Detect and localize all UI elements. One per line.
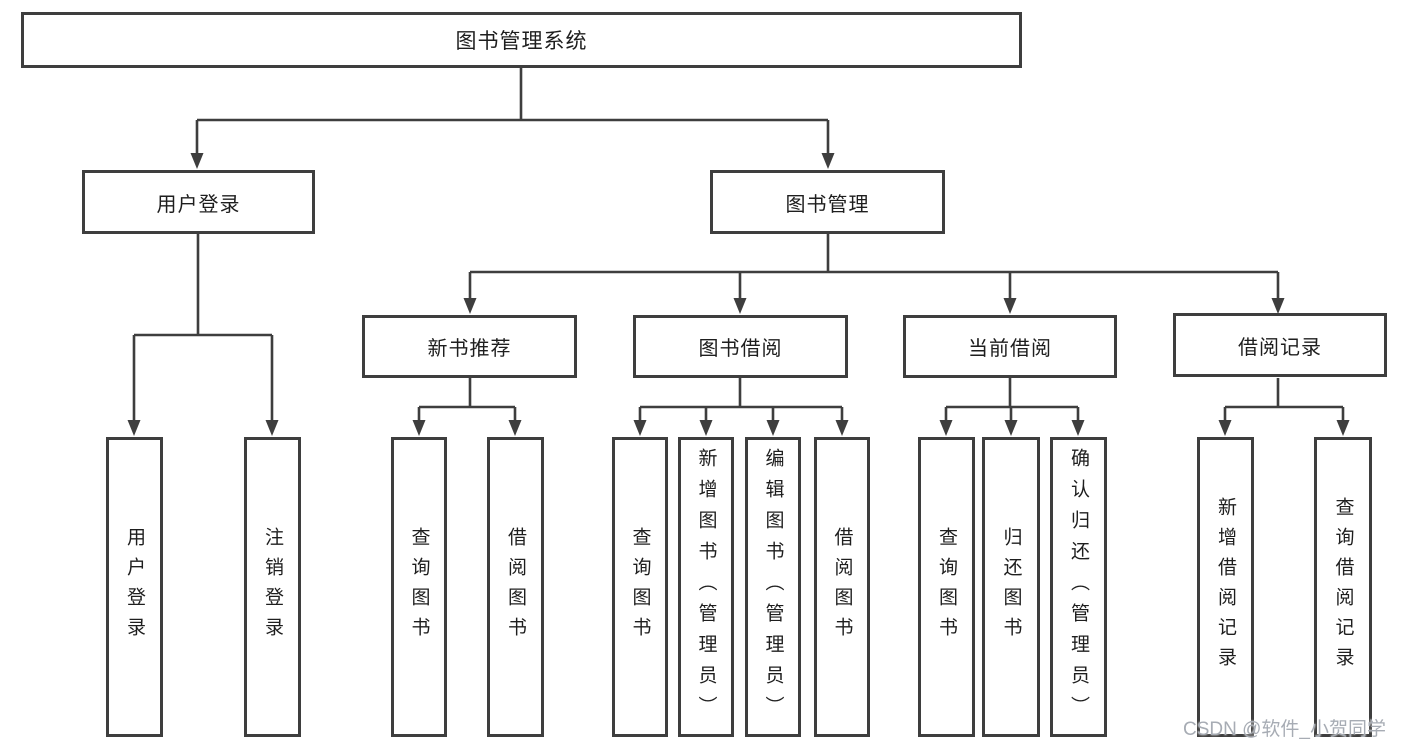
leaf-query-book-borrow-label: 查询图书 [629,527,651,647]
node-borrow-record: 借阅记录 [1173,313,1387,377]
node-user-login: 用户登录 [82,170,315,234]
leaf-logout: 注销登录 [244,437,301,737]
node-book-management: 图书管理 [710,170,945,234]
leaf-confirm-return-admin-label: 确认归还（管理员） [1068,447,1089,727]
node-book-borrow: 图书借阅 [633,315,848,378]
leaf-add-book-admin-label: 新增图书（管理员） [695,447,717,727]
leaf-edit-book-admin-label: 编辑图书（管理员） [762,447,784,727]
leaf-borrow-book-recommend-label: 借阅图书 [505,527,526,647]
leaf-user-login-label: 用户登录 [124,527,145,647]
leaf-query-book-current-label: 查询图书 [936,527,957,647]
leaf-add-borrow-record-label: 新增借阅记录 [1215,497,1236,677]
leaf-add-book-admin: 新增图书（管理员） [678,437,734,737]
node-root-label: 图书管理系统 [455,30,588,53]
leaf-return-book-label: 归还图书 [1000,527,1022,647]
arrowheads [127,153,1350,436]
leaf-query-book-borrow: 查询图书 [612,437,668,737]
node-book-borrow-label: 图书借阅 [698,338,783,360]
leaf-borrow-book: 借阅图书 [814,437,870,737]
leaf-query-book-recommend-label: 查询图书 [408,527,430,647]
leaf-confirm-return-admin: 确认归还（管理员） [1050,437,1107,737]
node-root: 图书管理系统 [21,12,1022,68]
leaf-query-borrow-record-label: 查询借阅记录 [1332,497,1354,677]
node-book-management-label: 图书管理 [785,193,870,216]
leaf-logout-label: 注销登录 [262,527,283,647]
leaf-query-borrow-record: 查询借阅记录 [1314,437,1372,737]
leaf-borrow-book-label: 借阅图书 [831,527,853,647]
leaf-return-book: 归还图书 [982,437,1040,737]
node-new-book-recommend: 新书推荐 [362,315,577,378]
node-new-book-recommend-label: 新书推荐 [427,338,512,360]
leaf-query-book-recommend: 查询图书 [391,437,447,737]
leaf-borrow-book-recommend: 借阅图书 [487,437,544,737]
leaf-query-book-current: 查询图书 [918,437,975,737]
node-user-login-label: 用户登录 [156,193,241,216]
node-current-borrow: 当前借阅 [903,315,1117,378]
csdn-watermark: CSDN @软件_小贺同学 [1183,719,1386,740]
connector-lines [132,68,1345,423]
leaf-user-login: 用户登录 [106,437,163,737]
node-current-borrow-label: 当前借阅 [968,338,1052,360]
node-borrow-record-label: 借阅记录 [1238,336,1322,359]
leaf-add-borrow-record: 新增借阅记录 [1197,437,1254,737]
leaf-edit-book-admin: 编辑图书（管理员） [745,437,801,737]
